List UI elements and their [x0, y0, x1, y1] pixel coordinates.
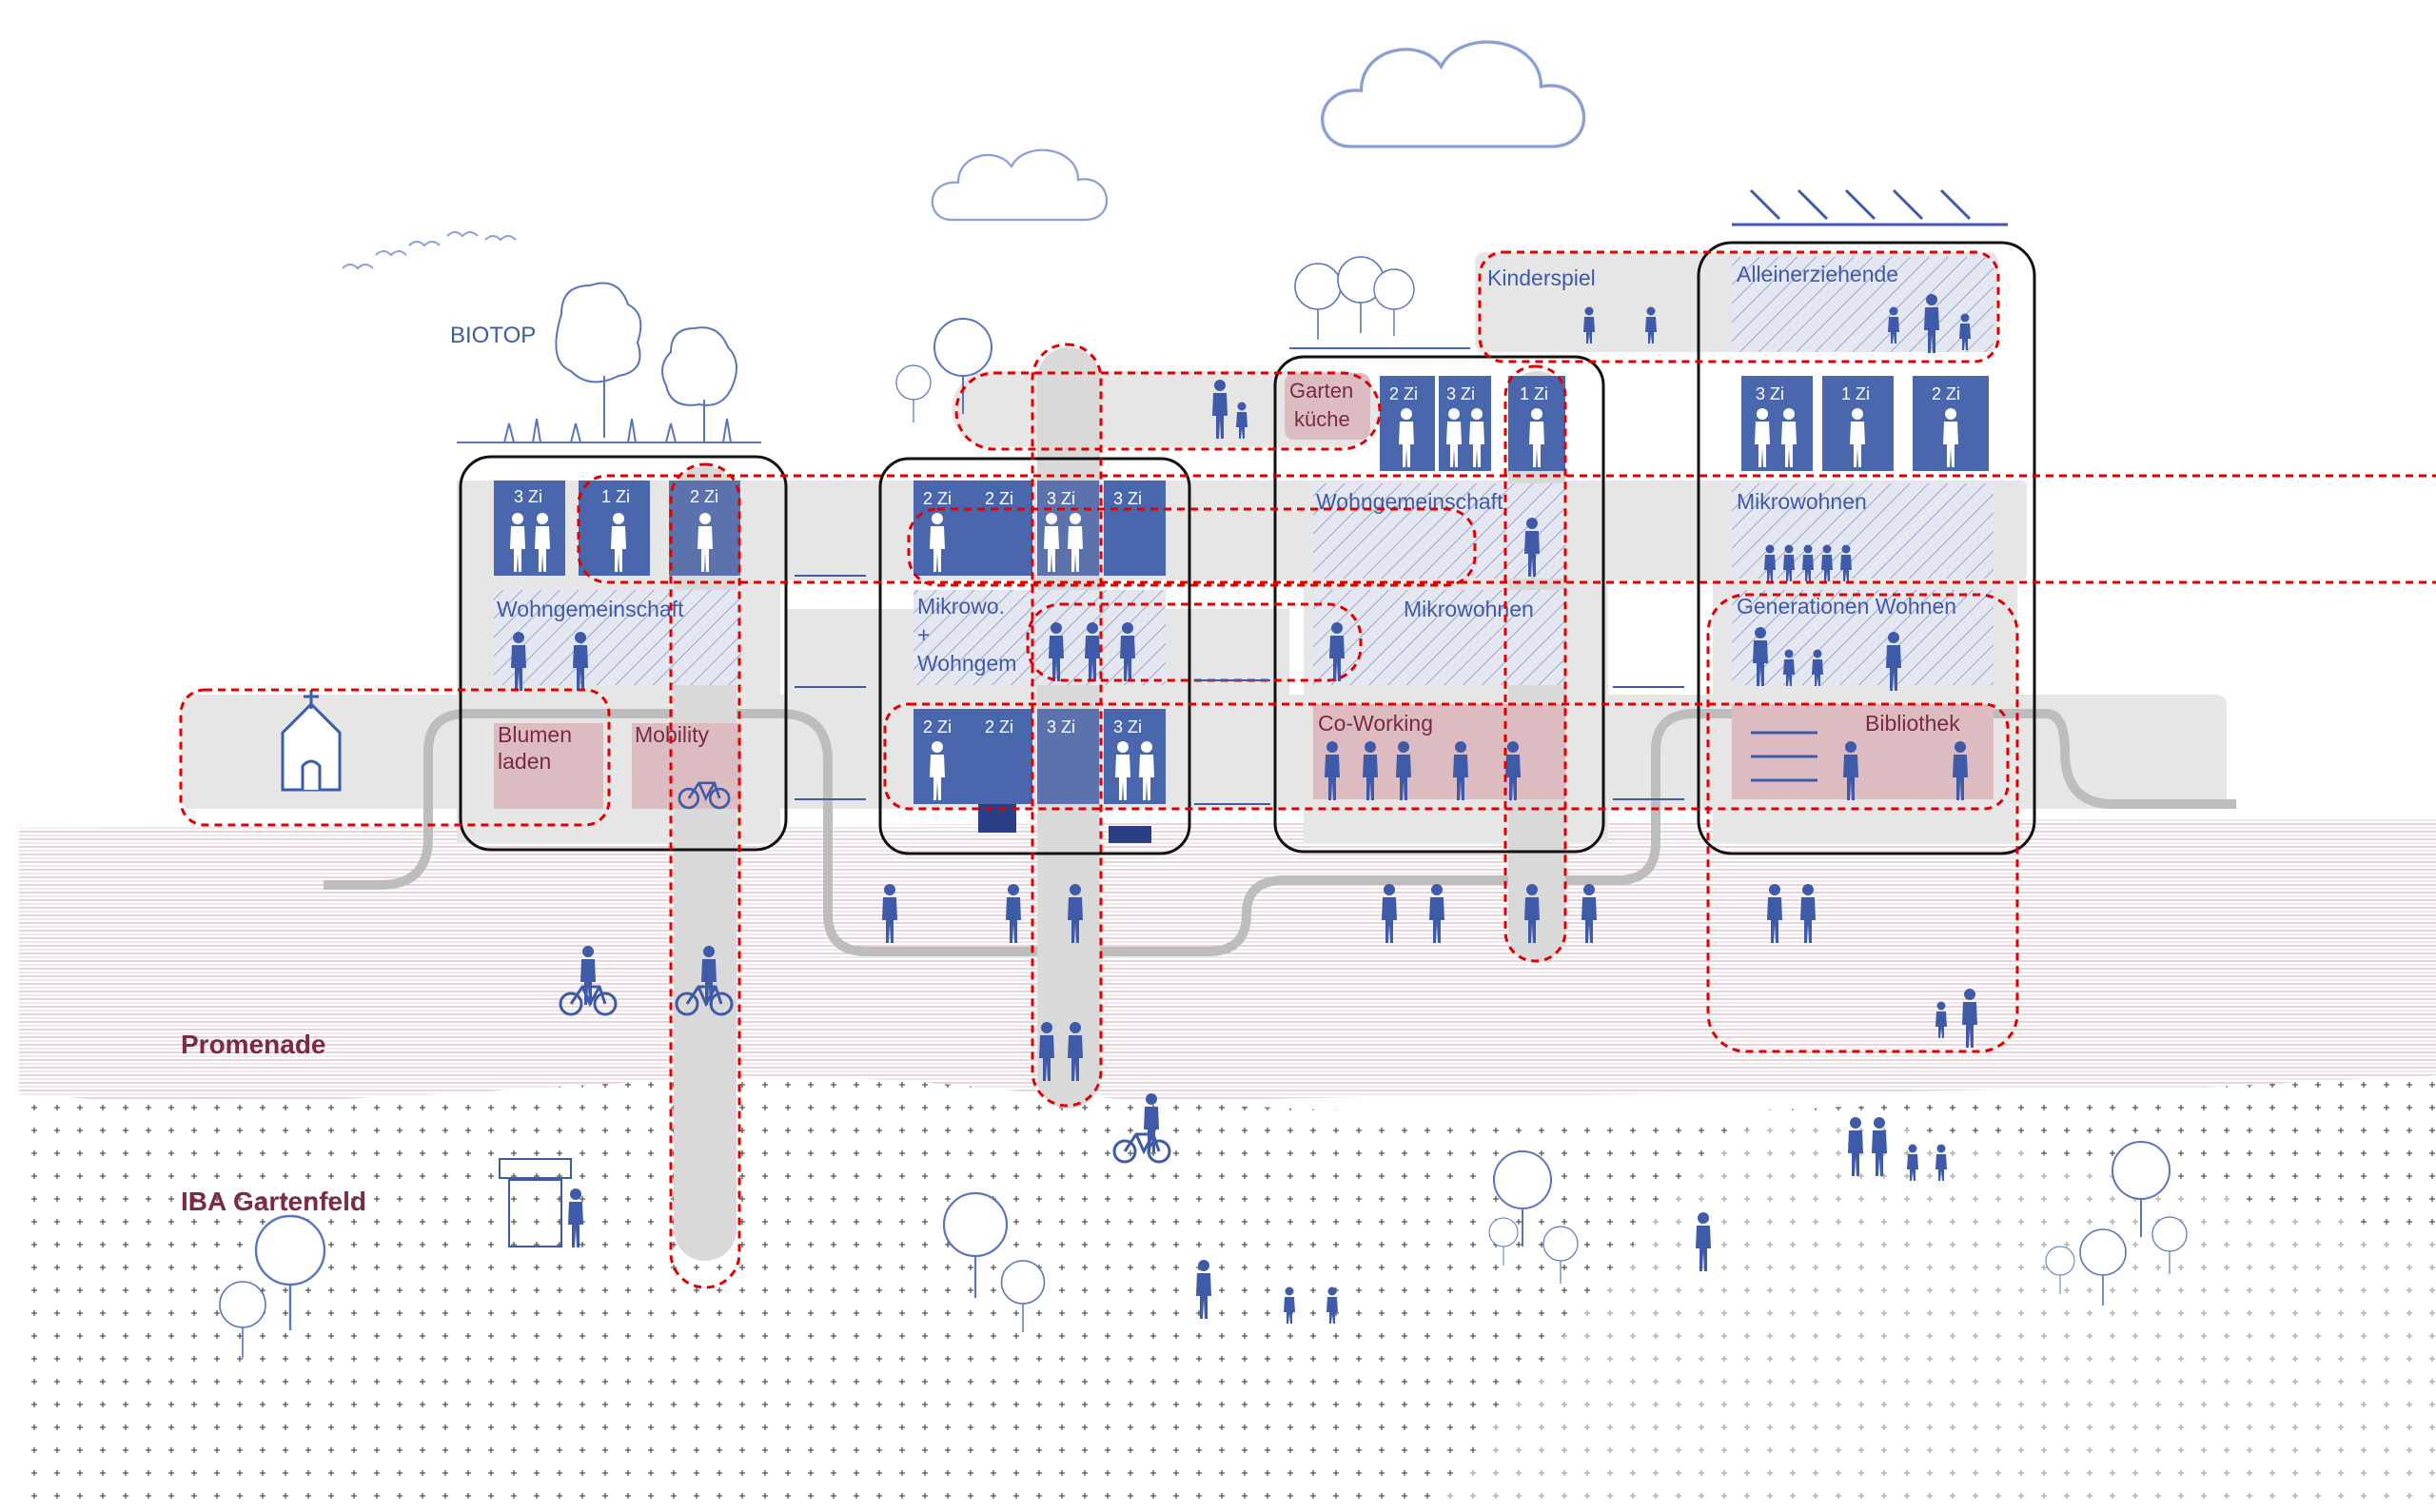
unit-label: 3 Zi [1047, 489, 1075, 508]
gartenkueche-room [1285, 373, 1370, 440]
building-4-outline [1697, 241, 2036, 855]
unit-label: 1 Zi [1841, 384, 1870, 403]
promenade-label: Promenade [181, 1030, 326, 1059]
mikrowohnen-right-room [1732, 483, 1994, 579]
alleinerziehende-label: Alleinerziehende [1737, 262, 1898, 286]
alleinerziehende-room [1732, 257, 1994, 352]
church-icon [281, 690, 342, 792]
wohngemeinschaft-left-label: Wohngemeinschaft [497, 597, 684, 621]
unit-label: 3 Zi [1113, 489, 1142, 508]
unit-label: 3 Zi [1113, 717, 1142, 736]
promenade-band [19, 818, 2436, 1113]
building-2-outline [878, 457, 1191, 855]
gartenkueche-label: Garten [1289, 379, 1353, 403]
unit-label: 2 Zi [1932, 384, 1960, 403]
unit-label: 3 Zi [1756, 384, 1784, 403]
coworking-room [1313, 704, 1565, 799]
kiosk-icon [499, 1158, 572, 1247]
unit-label: 2 Zi [1389, 384, 1418, 403]
building-1-outline [459, 455, 788, 852]
unit-label: 1 Zi [1520, 384, 1548, 403]
blumenladen-label: laden [498, 749, 551, 774]
coworking-label: Co-Working [1318, 711, 1433, 736]
generationen-room [1732, 590, 1994, 685]
planter-icon [1109, 826, 1151, 843]
mikrowohnen-mid-label: Mikrowohnen [1404, 597, 1534, 621]
iba-gartenfeld-label: IBA Gartenfeld [181, 1187, 366, 1216]
birds-icon [342, 231, 517, 270]
blumenladen-room [494, 723, 603, 809]
unit-label: 3 Zi [1047, 717, 1075, 736]
unit-label: 2 Zi [985, 717, 1013, 736]
mobility-room [632, 723, 741, 809]
blumenladen-label: Blumen [498, 722, 572, 747]
cloud-icon [931, 148, 1109, 222]
promenade-path [324, 709, 2236, 956]
unit-label: 3 Zi [514, 487, 542, 506]
unit-label: 2 Zi [923, 717, 952, 736]
mikrowohnen-right-label: Mikrowohnen [1737, 489, 1867, 514]
biotop-label: BIOTOP [450, 323, 536, 348]
planter-icon [978, 804, 1016, 833]
mikrowo-label: + [917, 622, 930, 647]
kinderspiel-label: Kinderspiel [1487, 265, 1596, 290]
b2-row3-units [914, 709, 1166, 804]
b2-row1-units [914, 481, 1166, 576]
generationen-label: Generationen Wohnen [1737, 594, 1956, 619]
unit-label: 2 Zi [923, 489, 952, 508]
bibliothek-room [1732, 704, 1994, 799]
floor-lines [795, 575, 1684, 805]
roof-trees [895, 256, 1470, 423]
wg-left-room [494, 590, 741, 685]
bibliothek-label: Bibliothek [1865, 711, 1960, 736]
unit-label: 2 Zi [690, 487, 718, 506]
mikrowohnen-mid-room [1313, 590, 1565, 685]
unit-label: 3 Zi [1446, 384, 1475, 403]
unit-label: 1 Zi [601, 487, 630, 506]
gartenkueche-label: küche [1294, 407, 1350, 431]
bookshelf-icon [1751, 731, 1817, 782]
mikrowo-label: Mikrowo. [917, 594, 1005, 619]
mikrowo-label: Wohngem [917, 651, 1016, 676]
solar-panel-icon [1732, 188, 2008, 226]
biotop-trees [457, 282, 761, 443]
cloud-icon [1321, 40, 1586, 148]
wg-right-room [1313, 483, 1565, 579]
unit-label: 2 Zi [985, 489, 1013, 508]
hill-shade [1427, 1122, 2436, 1512]
